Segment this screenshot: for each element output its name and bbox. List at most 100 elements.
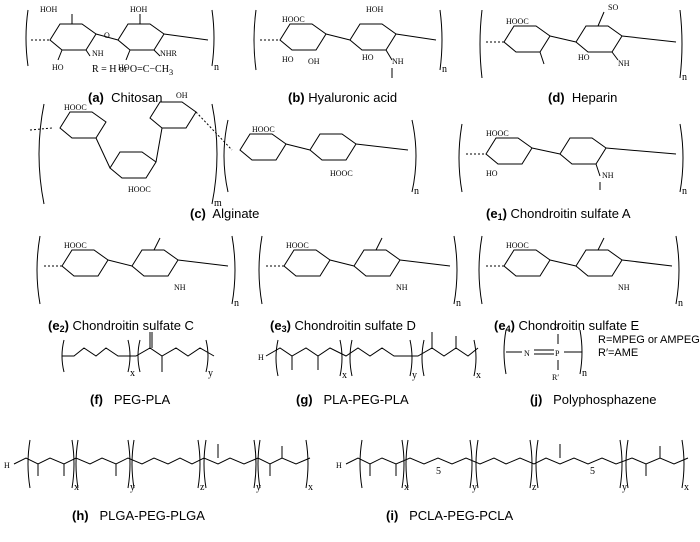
label-e2-name: Chondroitin sulfate C [72,318,194,333]
index-n-e2: n [234,298,239,309]
label-h-letter: (h) [72,508,89,523]
index-y-g: y [412,370,417,381]
chondroitin-sulfate-e-structure [478,235,680,305]
atom-hooc-e3: HOOC [286,241,309,250]
atom-h-h: H [4,461,10,470]
index-z-h: z [200,482,205,493]
atom-ho-e1: HO [486,169,498,178]
chitosan-r-note: R = H or O=C−CH3 [92,64,173,77]
atom-hoh2c: HOH [40,5,58,14]
label-e1-close: ) [502,206,507,221]
atom-nh-e3: NH [396,283,408,292]
index-5-i2: 5 [590,466,595,477]
chitosan-r-text: R = H or O=C−CH [92,64,169,75]
label-g-name: PLA-PEG-PLA [323,392,409,407]
label-g-letter: (g) [296,392,313,407]
label-i: (i) PCLA-PEG-PCLA [386,508,513,523]
index-y-i2: y [622,482,627,493]
atom-ho: HO [52,63,64,72]
index-x-i2: x [684,482,689,493]
atom-rp-j: R′ [552,373,559,382]
index-n-c: n [414,186,419,197]
hyaluronic-acid-structure [253,9,443,78]
label-d-letter: (d) [548,90,565,105]
label-a-name: Chitosan [111,90,163,105]
atom-ho-b2: HO [362,53,374,62]
label-a-letter: (a) [88,90,104,105]
atom-oh-c: OH [176,91,188,100]
atom-hooc-c3: HOOC [252,125,275,134]
label-e1-sub: 1 [497,212,503,222]
label-e4-sub: 4 [505,324,511,334]
alginate-structure [29,101,417,205]
label-h-name: PLGA-PEG-PLGA [99,508,205,523]
atom-nhr: NHR [160,49,178,58]
atom-so3-d: SO [608,3,618,12]
label-e3: (e3) Chondroitin sulfate D [270,318,416,334]
polyphosphazene-r-notes: R=MPEG or AMPEG R′=AME [598,334,700,360]
label-e4: (e4) Chondroitin sulfate E [494,318,639,334]
atom-hooc-c2: HOOC [128,185,151,194]
label-f-letter: (f) [90,392,103,407]
heparin-structure [479,9,683,79]
index-x-f: x [130,368,135,379]
label-e3-close: ) [286,318,291,333]
index-y-f: y [208,368,213,379]
atom-hooc-c: HOOC [64,103,87,112]
atom-nh-b: NH [392,57,404,66]
pcla-peg-pcla-structure [345,439,689,489]
index-5-i: 5 [436,466,441,477]
chondroitin-sulfate-a-structure [458,123,684,193]
atom-nh-d: NH [618,59,630,68]
index-x-h: x [74,482,79,493]
index-y-i: y [472,482,477,493]
label-b-letter: (b) [288,90,305,105]
label-j-name: Polyphosphazene [553,392,657,407]
index-z-i: z [532,482,537,493]
label-i-letter: (i) [386,508,399,523]
atom-p-j: P [555,349,560,358]
atom-n-j: N [524,349,530,358]
index-n-b: n [442,64,447,75]
index-x-h2: x [308,482,313,493]
atom-oh-d: HO [578,53,590,62]
index-n-d: n [682,72,687,83]
label-h: (h) PLGA-PEG-PLGA [72,508,205,523]
atom-hooc-b: HOOC [282,15,305,24]
chondroitin-sulfate-c-structure [36,235,236,305]
atom-nh-e2: NH [174,283,186,292]
index-y-h: y [130,482,135,493]
atom-hoh2c-b: HOH [366,5,384,14]
label-e2-close: ) [64,318,69,333]
index-x-i: x [404,482,409,493]
label-i-name: PCLA-PEG-PCLA [409,508,514,523]
label-e4-close: ) [510,318,515,333]
label-b: (b) Hyaluronic acid [288,90,397,105]
label-f: (f) PEG-PLA [90,392,170,407]
label-e1-name: Chondroitin sulfate A [510,206,631,221]
label-e3-letter: (e [270,318,282,333]
index-y-h2: y [256,482,261,493]
index-x-g: x [342,370,347,381]
label-d: (d) Heparin [548,90,617,105]
label-e3-sub: 3 [281,324,287,334]
index-m-c: m [214,198,222,209]
label-a: (a) Chitosan [88,90,162,105]
label-e3-name: Chondroitin sulfate D [294,318,416,333]
atom-hooc-d: HOOC [506,17,529,26]
label-g: (g) PLA-PEG-PLA [296,392,409,407]
atom-h-g: H [258,353,264,362]
atom-nh-e1: NH [602,171,614,180]
label-e4-name: Chondroitin sulfate E [518,318,640,333]
index-n-j: n [582,368,587,379]
label-c-letter: (c) [190,206,206,221]
label-f-name: PEG-PLA [113,392,171,407]
pla-peg-pla-structure [265,332,479,377]
label-d-name: Heparin [571,90,618,105]
atom-hooc-e1: HOOC [486,129,509,138]
atom-hooc-e2: HOOC [64,241,87,250]
atom-h-i: H [336,461,342,470]
label-e2-letter: (e [48,318,60,333]
label-b-name: Hyaluronic acid [308,90,398,105]
